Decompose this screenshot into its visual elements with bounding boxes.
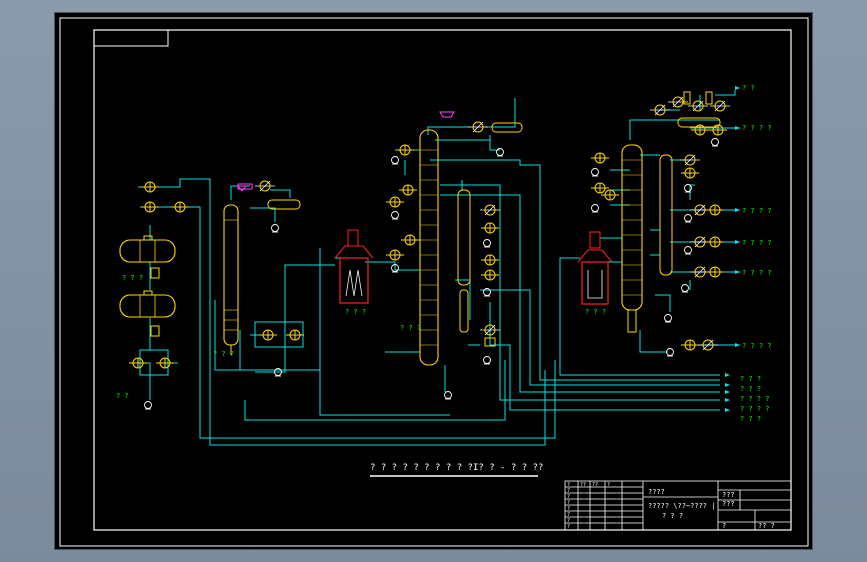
column-2	[385, 111, 523, 400]
label-column-2: ? ? ?	[400, 324, 421, 332]
label-column-1: ? ? ?	[213, 350, 234, 358]
label-furnace-2: ? ? ?	[585, 308, 606, 316]
svg-text:?: ?	[567, 512, 570, 518]
svg-text:??: ??	[580, 482, 586, 488]
title-block-sub: ? ? ?	[662, 512, 683, 520]
label-product-1: ? ? ? ?	[742, 124, 772, 132]
label-furnace-1: ? ? ?	[345, 308, 366, 316]
label-product-3: ? ? ? ?	[742, 239, 772, 247]
sheet-frame	[59, 17, 809, 547]
svg-text:?: ?	[567, 500, 570, 506]
label-bottom-4: ? ? ? ?	[740, 405, 770, 413]
svg-text:?: ?	[607, 482, 610, 488]
label-bottom-1: ? ? ?	[740, 375, 761, 383]
product-arrows	[725, 86, 740, 412]
column-1	[223, 180, 305, 377]
feed-section	[119, 181, 190, 410]
column-3	[590, 91, 731, 357]
pipelines	[138, 90, 740, 446]
title-block-sheet: ?? ?	[758, 522, 775, 530]
label-bottom-5: ? ? ?	[740, 415, 761, 423]
drawing-title: ? ? ? ? ? ? ? ? ? ?I? ? - ? ? ?ֽ?	[370, 463, 543, 473]
svg-text:?: ?	[567, 506, 570, 512]
svg-text:?: ?	[567, 494, 570, 500]
title-block-text: ???? ????? \??~???? | ? ? ? ??? ??? ? ??…	[567, 482, 775, 530]
process-flow-diagram: ? ? ? ? ? ? ? ? ? ? ? ? ? ? ? ? ? ? ? ? …	[59, 17, 809, 547]
title-block-scale: ?	[722, 522, 726, 530]
label-top-product: ? ?	[742, 84, 755, 92]
svg-text:?: ?	[567, 482, 570, 488]
label-product-2: ? ? ? ?	[742, 207, 772, 215]
svg-text:?: ?	[567, 524, 570, 530]
cad-viewport[interactable]: ? ? ? ? ? ? ? ? ? ? ? ? ? ? ? ? ? ? ? ? …	[54, 12, 813, 550]
label-feed: ? ?	[116, 392, 129, 400]
svg-text:??: ??	[592, 482, 598, 488]
label-product-4: ? ? ? ?	[742, 269, 772, 277]
label-tank: ? ? ?	[122, 274, 143, 282]
title-block-code-1: ????	[648, 488, 665, 496]
label-bottom-2: ? ? ?	[740, 385, 761, 393]
svg-text:?: ?	[567, 488, 570, 494]
title-block-code-3: ???	[722, 500, 735, 508]
furnace-2	[577, 231, 613, 305]
stream-labels: ? ? ? ? ? ? ? ? ? ? ? ? ? ? ? ? ? ? ? ? …	[116, 84, 772, 423]
title-block-name: ????? \??~???? |	[648, 502, 715, 510]
title-block-code-2: ???	[722, 491, 735, 499]
furnace-1	[334, 229, 374, 304]
title-block	[564, 480, 792, 531]
label-product-5: ? ? ? ?	[742, 342, 772, 350]
label-bottom-3: ? ? ? ?	[740, 395, 770, 403]
svg-text:?: ?	[567, 518, 570, 524]
